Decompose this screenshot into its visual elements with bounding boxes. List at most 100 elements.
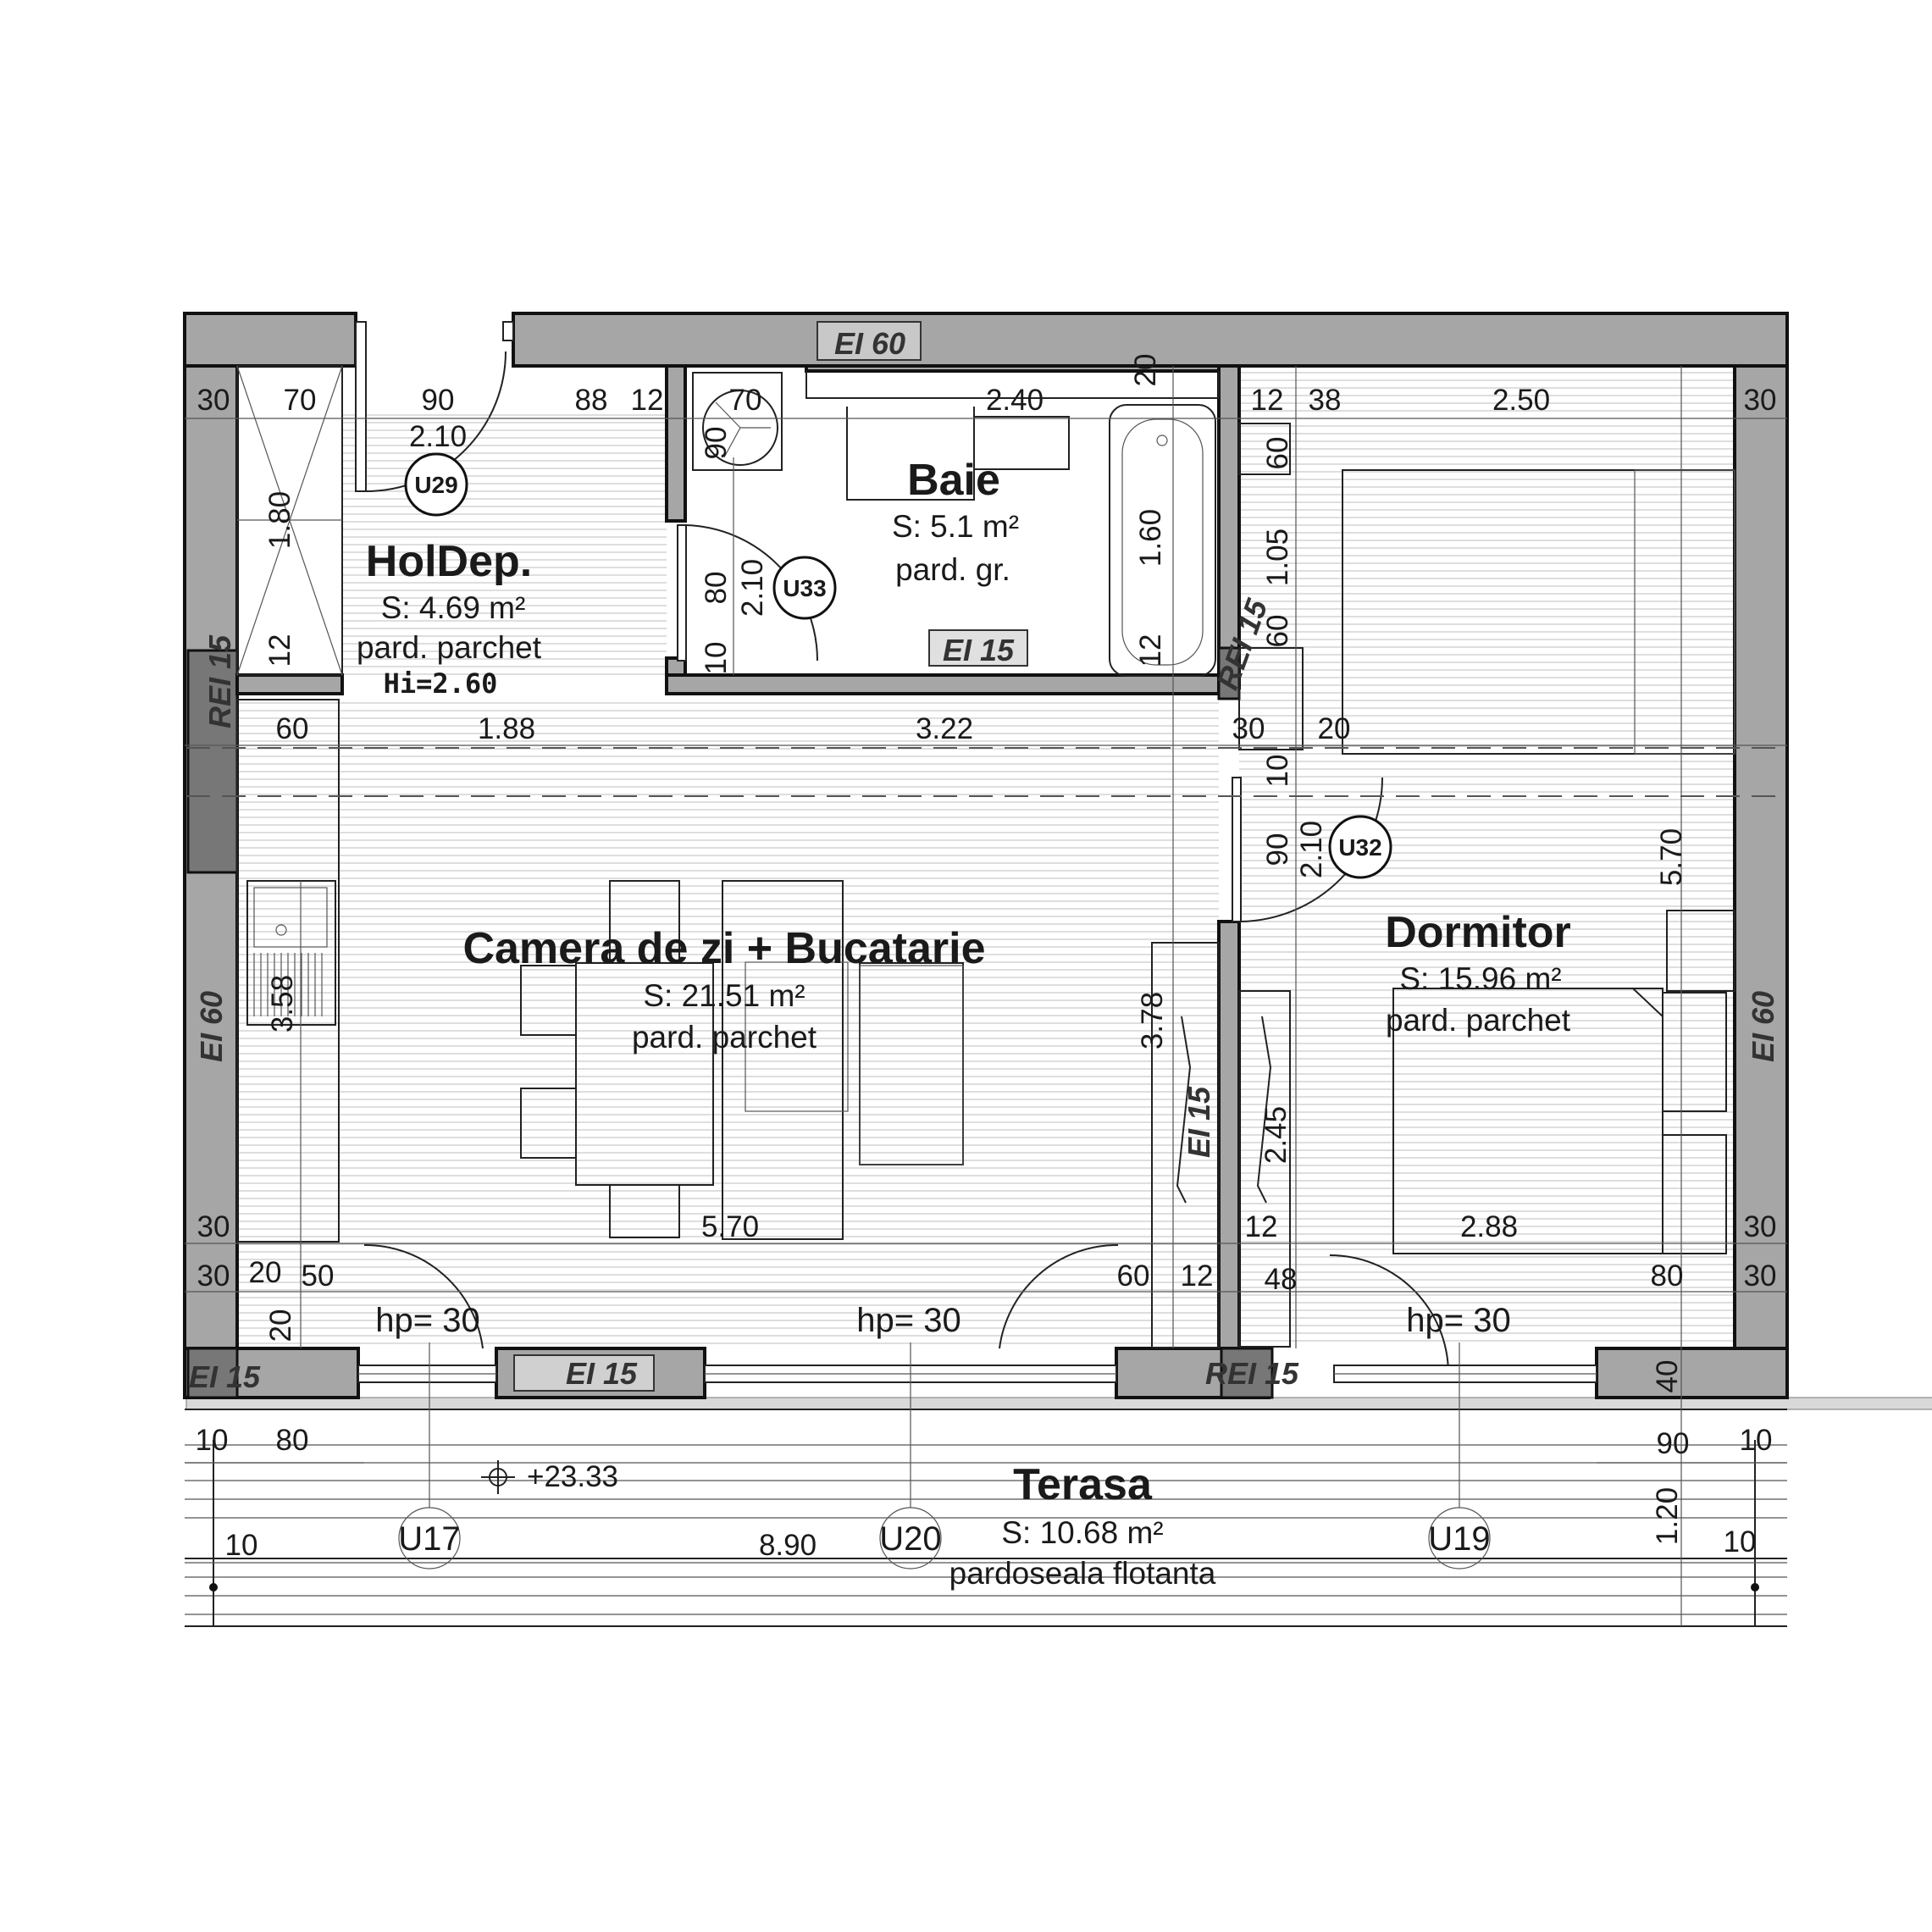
dim-bath-len: 1.60 — [1134, 509, 1167, 567]
fire-rating-rei-left: REI 15 — [202, 634, 237, 728]
window-sill-u20: hp= 30 — [856, 1302, 960, 1339]
rei-column-mid — [1217, 646, 1241, 700]
dim-top-1: 70 — [284, 384, 317, 417]
fire-rating-bottom-rei: REI 15 — [1205, 1356, 1299, 1391]
reference-lines — [186, 747, 1787, 797]
room-floor-hol: pard. parchet — [357, 630, 542, 665]
room-area-dormitor: S: 15.96 m² — [1399, 961, 1561, 996]
dim-wardrobe-12: 12 — [263, 634, 296, 667]
dim-bottom-0: 30 — [197, 1259, 230, 1293]
dim-corr-4: 20 — [1318, 712, 1351, 745]
room-floor-baie: pard. gr. — [895, 552, 1010, 587]
door-tag-baie: U33 — [783, 575, 826, 601]
bed — [1342, 469, 1735, 1254]
window-tag-u19: U19 — [1428, 1520, 1490, 1558]
living-furniture — [722, 880, 964, 1240]
room-floor-dormitor: pard. parchet — [1386, 1003, 1571, 1038]
dim-baie-10: 10 — [700, 642, 733, 675]
dim-terr2-0: 10 — [225, 1529, 258, 1562]
interior-walls — [235, 364, 1304, 1399]
dim-top-8: 38 — [1309, 384, 1342, 417]
dim-top-6: 2.40 — [986, 384, 1044, 417]
room-name-baie: Baie — [907, 456, 1000, 505]
dim-terr1-0: 10 — [196, 1424, 229, 1457]
dim-terr2-1: 8.90 — [759, 1529, 817, 1562]
dim-bath-12: 12 — [1134, 634, 1167, 667]
door-tag-dormitor: U32 — [1338, 834, 1381, 861]
bedroom-door[interactable] — [1232, 777, 1383, 922]
dim-dorm-top-60: 60 — [1261, 437, 1294, 470]
floor-parquet-hatching — [237, 372, 1735, 1344]
rei-column-bottom-left — [186, 1347, 239, 1399]
dim-top-2: 90 — [422, 384, 455, 417]
level-marker — [481, 1460, 515, 1494]
terrace-insulation-strip — [185, 1397, 1932, 1410]
dim-dorm-door-h: 2.10 — [1295, 821, 1328, 878]
dim-bottom-6: 80 — [1651, 1259, 1684, 1293]
kitchen-counter — [236, 699, 340, 1243]
window-axes — [398, 1342, 1491, 1569]
dim-dorm-height: 5.70 — [1655, 828, 1688, 886]
room-name-hol: HolDep. — [366, 537, 532, 586]
level-value: +23.33 — [527, 1460, 618, 1493]
dim-corr-0: 60 — [276, 712, 309, 745]
room-area-living: S: 21.51 m² — [643, 978, 805, 1013]
dim-baie-door-h: 2.10 — [736, 559, 769, 617]
dim-bottom-1: 20 — [249, 1256, 282, 1289]
dim-baie-80: 80 — [700, 572, 733, 605]
dim-corr-2: 3.22 — [916, 712, 973, 745]
dim-top-3: 88 — [575, 384, 608, 417]
fire-rating-right: EI 60 — [1746, 991, 1780, 1062]
dining-table — [520, 880, 714, 1238]
dim-top-7: 12 — [1251, 384, 1284, 417]
room-floor-living: pard. parchet — [632, 1020, 817, 1055]
dim-top-5: 70 — [729, 384, 762, 417]
dim-dorm-1-05: 1.05 — [1261, 529, 1294, 586]
dim-top-9: 2.50 — [1492, 384, 1550, 417]
dim-terr1-1: 80 — [276, 1424, 309, 1457]
dim-terr1-2: 90 — [1657, 1427, 1690, 1460]
dim-dorm-door-90: 90 — [1261, 833, 1294, 866]
window-sill-u19: hp= 30 — [1406, 1302, 1510, 1339]
room-name-terasa: Terasa — [1013, 1460, 1153, 1509]
dim-dorm-width: 2.88 — [1460, 1210, 1518, 1243]
room-height-hol: Hi=2.60 — [384, 667, 498, 700]
door-tags — [404, 452, 1392, 879]
room-name-dormitor: Dormitor — [1385, 908, 1571, 957]
dim-corr-1: 1.88 — [478, 712, 535, 745]
fire-rating-top: EI 60 — [834, 326, 905, 361]
room-area-terasa: S: 10.68 m² — [1001, 1515, 1163, 1550]
dim-dorm-12: 12 — [1245, 1210, 1278, 1243]
fire-rating-baie: EI 15 — [943, 633, 1015, 667]
dim-hol-door-h: 2.10 — [409, 420, 467, 453]
window-tag-u20: U20 — [879, 1520, 941, 1558]
dim-bottom-5: 48 — [1265, 1263, 1298, 1296]
dim-terrace-h: 1.20 — [1651, 1487, 1684, 1545]
dim-terr1-3: 10 — [1740, 1424, 1773, 1457]
fire-rating-left: EI 60 — [194, 991, 229, 1062]
room-area-baie: S: 5.1 m² — [892, 509, 1019, 544]
window-sill-u17: hp= 30 — [375, 1302, 479, 1339]
room-area-hol: S: 4.69 m² — [381, 590, 526, 625]
dim-top-10: 30 — [1744, 384, 1777, 417]
dim-top-4: 12 — [631, 384, 664, 417]
door-tag-hol: U29 — [414, 472, 457, 498]
dim-top-20: 20 — [1129, 354, 1162, 387]
dim-bottom-7: 30 — [1744, 1259, 1777, 1293]
dim-bottom-3: 60 — [1117, 1259, 1150, 1293]
dim-living-width: 5.70 — [701, 1210, 759, 1243]
window-tag-u17: U17 — [398, 1520, 460, 1558]
wardrobe — [236, 365, 343, 676]
dim-bottom-4: 12 — [1181, 1259, 1214, 1293]
dim-row30-right: 30 — [1744, 1210, 1777, 1243]
dim-top-0: 30 — [197, 384, 230, 417]
dim-row30-left: 30 — [197, 1210, 230, 1243]
terrace-doors[interactable] — [363, 1243, 1449, 1373]
entrance-door[interactable] — [355, 321, 514, 492]
fire-rating-partition: EI 15 — [1182, 1086, 1216, 1158]
dim-baie-90: 90 — [700, 427, 733, 460]
dim-dorm-door-10: 10 — [1261, 755, 1294, 788]
dim-wardrobe-h: 1.80 — [263, 491, 296, 549]
fire-rating-bottom-mid: EI 15 — [566, 1356, 638, 1391]
